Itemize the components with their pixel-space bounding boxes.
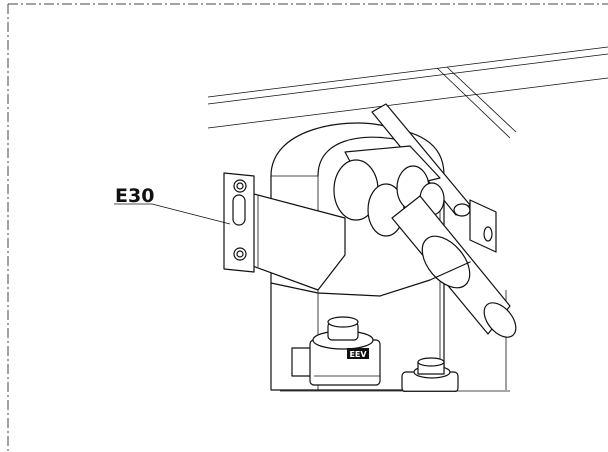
top-rail <box>207 46 608 139</box>
housing-flange <box>270 261 471 297</box>
second-valve <box>401 357 459 393</box>
callout-label: E30 <box>115 185 154 207</box>
eev-valve: EEV <box>291 316 381 386</box>
bracket-e30 <box>223 172 346 291</box>
eev-tag <box>347 348 369 359</box>
side-bracket <box>469 199 497 253</box>
eev-label: EEV <box>349 350 367 359</box>
cutoff-mask <box>10 392 608 452</box>
drawing-frame <box>7 3 608 452</box>
callout-e30: E30 <box>114 185 231 225</box>
pipe-assembly <box>333 145 517 338</box>
